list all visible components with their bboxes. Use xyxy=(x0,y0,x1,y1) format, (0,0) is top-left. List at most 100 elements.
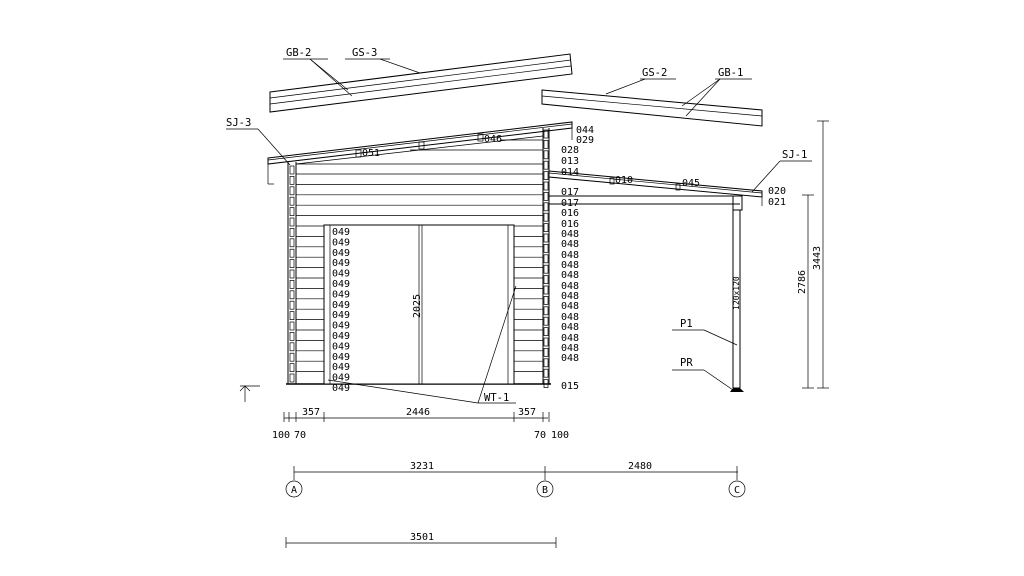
corner-tab-left xyxy=(289,238,295,248)
left-code-label: 049 xyxy=(332,279,350,290)
corner-tab-left xyxy=(289,176,295,185)
corner-tab-right xyxy=(543,212,549,222)
roof-label-leaders xyxy=(226,58,812,193)
corner-tab-left xyxy=(289,207,295,216)
right-code-label: 015 xyxy=(561,381,579,392)
corner-tab-left xyxy=(289,228,295,237)
corner-tab-right xyxy=(543,140,549,149)
right-code-label: 044 xyxy=(576,125,594,136)
log-corner-tabs xyxy=(289,129,549,388)
corner-tab-right xyxy=(543,233,549,243)
corner-tab-right xyxy=(543,358,549,368)
code-046: 046 xyxy=(484,134,502,145)
right-code-label: 048 xyxy=(561,270,579,281)
corner-tab-left xyxy=(289,248,295,258)
axis-a: A xyxy=(291,485,297,496)
corner-tab-right xyxy=(543,306,549,316)
right-code-label: 048 xyxy=(561,291,579,302)
right-code-label: 048 xyxy=(561,239,579,250)
right-code-label: 016 xyxy=(561,219,579,230)
left-code-label: 049 xyxy=(332,383,350,394)
corner-tab-left xyxy=(289,165,295,175)
left-code-label: 049 xyxy=(332,237,350,248)
corner-tab-right xyxy=(543,296,549,305)
corner-tab-right xyxy=(543,129,549,139)
right-code-label: 028 xyxy=(561,145,579,156)
right-code-label: 016 xyxy=(561,208,579,219)
dim-100-right: 100 xyxy=(551,430,569,441)
dim-70-right: 70 xyxy=(534,430,546,441)
dim-2480: 2480 xyxy=(628,461,652,472)
label-sj3: SJ-3 xyxy=(226,117,251,129)
exploded-roof-left xyxy=(269,53,573,113)
canopy-post xyxy=(730,210,744,392)
height-2786: 2786 xyxy=(797,270,808,294)
code-021: 021 xyxy=(768,197,786,208)
corner-tab-right xyxy=(543,160,549,170)
corner-tab-right xyxy=(543,264,549,274)
left-wall xyxy=(287,162,297,384)
corner-tab-right xyxy=(543,348,549,357)
corner-tab-left xyxy=(289,332,295,341)
left-code-label: 049 xyxy=(332,310,350,321)
right-code-label: 013 xyxy=(561,156,579,167)
code-045: 045 xyxy=(682,178,700,189)
left-code-label: 049 xyxy=(332,341,350,352)
corner-tab-right xyxy=(543,171,549,180)
door-opening xyxy=(323,224,515,385)
right-code-label: 048 xyxy=(561,322,579,333)
corner-tab-left xyxy=(289,321,295,331)
left-code-label: 049 xyxy=(332,289,350,300)
left-code-label: 049 xyxy=(332,227,350,238)
dim-357-right: 357 xyxy=(518,407,536,418)
corner-tab-right xyxy=(543,368,549,378)
corner-tab-left xyxy=(289,352,295,362)
right-code-label: 048 xyxy=(561,229,579,240)
right-code-label: 029 xyxy=(576,135,594,146)
code-051: 051 xyxy=(362,148,380,159)
corner-tab-right xyxy=(543,181,549,191)
corner-tab-right xyxy=(543,150,549,160)
corner-tab-left xyxy=(289,311,295,320)
wall-dimension-line xyxy=(283,412,550,422)
corner-tab-left xyxy=(289,217,295,227)
corner-tab-right xyxy=(543,275,549,284)
left-code-label: 049 xyxy=(332,269,350,280)
code-010: 010 xyxy=(615,175,633,186)
left-code-label: 049 xyxy=(332,248,350,259)
p1-label: P1 xyxy=(680,318,693,330)
corner-tab-right xyxy=(543,244,549,253)
right-code-label: 048 xyxy=(561,301,579,312)
dim-3501: 3501 xyxy=(410,532,434,543)
corner-tab-right xyxy=(543,254,549,264)
dim-70-left: 70 xyxy=(294,430,306,441)
label-gb2: GB-2 xyxy=(286,47,311,59)
dim-100-left: 100 xyxy=(272,430,290,441)
corner-tab-right xyxy=(543,337,549,347)
height-3443: 3443 xyxy=(812,246,823,270)
main-roof xyxy=(267,121,573,185)
left-opening-codes: 0490490490490490490490490490490490490490… xyxy=(332,227,350,394)
dim-3231: 3231 xyxy=(410,461,434,472)
wt1-label: WT-1 xyxy=(484,392,509,404)
left-code-label: 049 xyxy=(332,321,350,332)
corner-tab-left xyxy=(289,290,295,300)
corner-tab-right xyxy=(543,202,549,212)
right-wall-codes: 0440290280130140170170160160480480480480… xyxy=(561,125,594,392)
axis-b: B xyxy=(542,485,548,496)
canopy-roof xyxy=(548,170,763,211)
pr-label: PR xyxy=(680,357,693,369)
corner-tab-left xyxy=(289,186,295,196)
label-gb1: GB-1 xyxy=(718,67,743,79)
left-code-label: 049 xyxy=(332,258,350,269)
left-code-label: 049 xyxy=(332,373,350,384)
right-code-label: 048 xyxy=(561,343,579,354)
left-code-label: 049 xyxy=(332,352,350,363)
corner-tab-right xyxy=(543,379,549,388)
exploded-roof-right xyxy=(541,89,763,127)
gable-logs xyxy=(295,133,544,165)
label-gs3: GS-3 xyxy=(352,47,377,59)
door-height-label: 2025 xyxy=(412,294,423,318)
overall-dimension-line xyxy=(285,537,557,548)
